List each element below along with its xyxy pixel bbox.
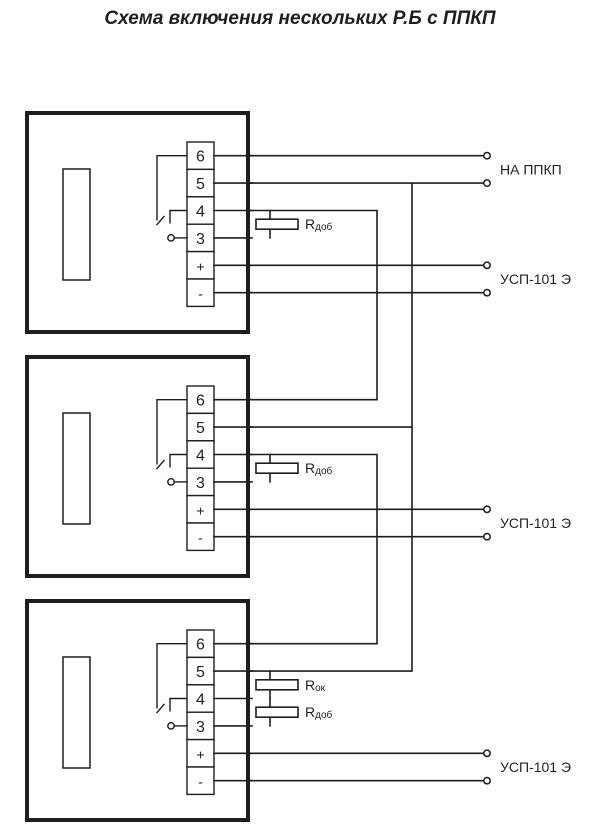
block-housing bbox=[25, 355, 250, 578]
resistor-label: Rдоб bbox=[305, 216, 333, 233]
resistor-label: Rдоб bbox=[305, 704, 333, 721]
terminal-- bbox=[186, 522, 215, 552]
output-terminal-icon bbox=[483, 261, 491, 270]
output-terminal-icon bbox=[483, 179, 491, 188]
contact-wire bbox=[156, 643, 187, 709]
output-terminal-icon bbox=[483, 288, 491, 297]
output-terminal-icon bbox=[483, 505, 491, 514]
terminal-5 bbox=[186, 656, 215, 686]
detector-block-1: 6 5 4 3 + - Rдоб bbox=[25, 111, 333, 334]
switch-blade-icon bbox=[156, 703, 165, 714]
terminal-label: 6 bbox=[196, 393, 205, 410]
indicator-window bbox=[62, 656, 91, 769]
output-label: УСП-101 Э bbox=[500, 271, 571, 287]
terminal-5 bbox=[186, 412, 215, 442]
terminal-label: 4 bbox=[196, 448, 205, 465]
output-label: УСП-101 Э bbox=[500, 515, 571, 531]
output-terminal-icon bbox=[483, 151, 491, 160]
output-terminal-icon bbox=[483, 532, 491, 541]
terminal-label: - bbox=[198, 286, 203, 302]
terminal-label: 3 bbox=[196, 231, 205, 248]
block-housing bbox=[25, 111, 250, 334]
terminal-label: 4 bbox=[196, 692, 205, 709]
terminal-label: 6 bbox=[196, 637, 205, 654]
contact-wire bbox=[169, 209, 187, 224]
terminal-label: 6 bbox=[196, 149, 205, 166]
indicator-window bbox=[62, 412, 91, 525]
switch-blade-icon bbox=[156, 215, 165, 226]
terminal-label: + bbox=[196, 746, 204, 762]
output-label: НА ППКП bbox=[500, 161, 562, 177]
resistor-label: Rдоб bbox=[305, 460, 333, 477]
resistor-доб bbox=[255, 462, 299, 475]
contact-wire bbox=[156, 154, 187, 221]
contact-terminal-icon bbox=[167, 233, 175, 242]
output-terminal-icon bbox=[483, 749, 491, 758]
detector-block-2: 6 5 4 3 + - Rдоб bbox=[25, 355, 333, 578]
terminal-label: 5 bbox=[196, 176, 205, 193]
resistor-ок bbox=[255, 678, 299, 691]
terminal-label: - bbox=[198, 774, 203, 790]
contact-wire bbox=[169, 697, 187, 712]
wire-bus-a-2 bbox=[248, 453, 378, 645]
block-housing bbox=[25, 599, 250, 822]
terminal-4 bbox=[186, 684, 215, 713]
switch-blade-icon bbox=[156, 459, 165, 470]
terminal-label: 4 bbox=[196, 204, 205, 221]
resistor-доб bbox=[255, 706, 299, 719]
contact-terminal-icon bbox=[167, 477, 175, 486]
terminal-- bbox=[186, 278, 215, 308]
output-terminal-icon bbox=[483, 776, 491, 785]
resistor-label: Rок bbox=[305, 677, 326, 694]
indicator-window bbox=[62, 168, 91, 281]
diagram-title: Схема включения нескольких Р.Б с ППКП bbox=[104, 8, 496, 29]
terminal-label: 5 bbox=[196, 420, 205, 437]
terminal-label: + bbox=[196, 258, 204, 274]
terminal-- bbox=[186, 766, 215, 796]
contact-wire bbox=[169, 453, 187, 468]
terminal-label: + bbox=[196, 502, 204, 518]
terminal-label: 5 bbox=[196, 664, 205, 681]
wire-bus-a-1 bbox=[248, 209, 378, 401]
resistor-доб bbox=[255, 218, 299, 230]
terminal-label: - bbox=[198, 530, 203, 546]
contact-wire bbox=[156, 399, 187, 465]
contact-terminal-icon bbox=[167, 722, 175, 730]
terminal-label: 3 bbox=[196, 719, 205, 736]
terminal-label: 3 bbox=[196, 475, 205, 492]
output-label: УСП-101 Э bbox=[500, 759, 571, 775]
wire-bus-b bbox=[248, 183, 413, 672]
